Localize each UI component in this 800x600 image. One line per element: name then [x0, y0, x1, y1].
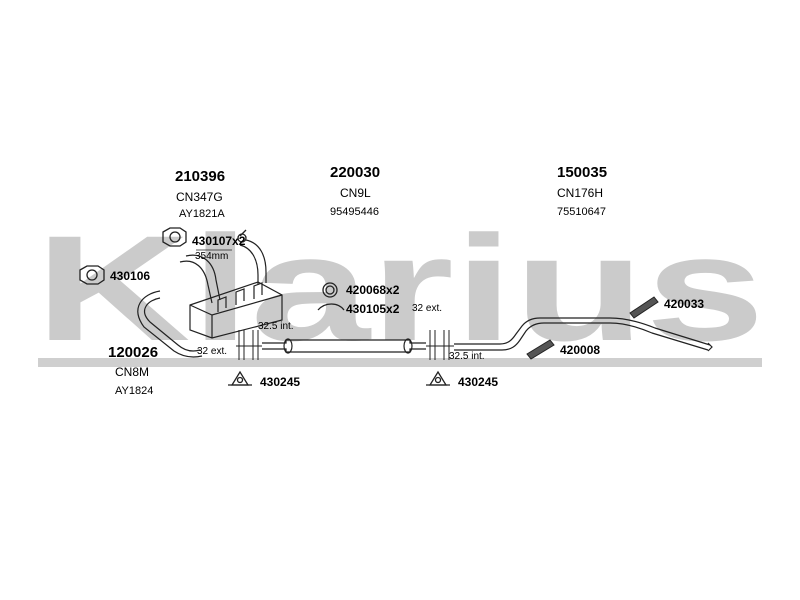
watermark-underline	[38, 358, 762, 367]
fitting-label: 420068x2	[346, 283, 400, 297]
dimension-label: 32 ext.	[197, 346, 228, 357]
front-pipe-code: CN8M	[115, 365, 150, 379]
dimension-label: 32.5 int.	[449, 351, 485, 362]
fitting-label: 430245	[260, 375, 301, 389]
gasket-icon	[162, 227, 187, 247]
front-pipe-ref: AY1824	[115, 385, 154, 397]
fitting-label: 420033	[664, 297, 705, 311]
fitting-label: 430106	[110, 269, 151, 283]
front-silencer-ref: AY1821A	[179, 208, 225, 220]
front-silencer-code: CN347G	[176, 190, 223, 204]
rear-pipe-code: CN176H	[557, 186, 604, 200]
gasket-icon	[79, 265, 105, 285]
watermark-text: Klarius	[35, 204, 765, 372]
middle-silencer-drawing	[262, 339, 426, 344]
joint-front-marks	[238, 330, 259, 360]
middle-silencer-ref: 95495446	[330, 206, 379, 218]
fitting-label: 420008	[560, 343, 601, 357]
mounting-rubber-icon	[228, 370, 252, 386]
fitting-label: 430245	[458, 375, 499, 389]
fitting-label: 430105x2	[346, 302, 400, 316]
fitting-label: 430107x2	[192, 234, 246, 248]
hanger-strap-icon	[526, 339, 555, 360]
front-pipe-part-number: 120026	[108, 344, 159, 361]
rear-pipe-part-number: 150035	[557, 164, 608, 181]
middle-silencer-code: CN9L	[340, 186, 371, 200]
joint-rear-marks	[429, 330, 450, 360]
downpipe-right	[239, 244, 259, 285]
rear-pipe-drawing	[454, 317, 711, 346]
dimension-label: 32 ext.	[412, 303, 443, 314]
rear-pipe-ref: 75510647	[557, 206, 606, 218]
front-silencer-part-number: 210396	[175, 168, 226, 185]
bolt-icon	[237, 229, 247, 243]
downpipe-left	[179, 260, 213, 304]
ring-icon	[322, 282, 338, 298]
hanger-strap-icon	[629, 296, 659, 319]
dimension-label: 354mm	[195, 251, 229, 262]
front-pipe-drawing	[144, 297, 201, 352]
mounting-rubber-icon	[426, 370, 450, 386]
clamp-icon	[317, 303, 345, 311]
dimension-label: 32.5 int.	[258, 321, 294, 332]
middle-silencer-part-number: 220030	[330, 164, 381, 181]
